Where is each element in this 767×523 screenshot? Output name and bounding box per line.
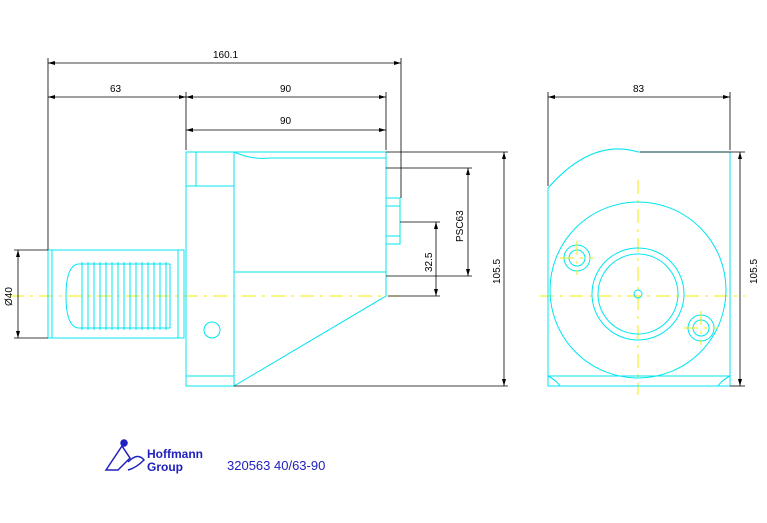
dim-body-length-top: 90 [280,84,292,95]
shank [47,249,185,339]
dim-width-end: 83 [633,84,645,95]
body [233,151,401,387]
part-code: 320563 40/63-90 [227,458,325,473]
end-bolt-hole-left [560,241,594,275]
dim-shank-diameter: Ø40 [4,287,15,306]
logo-mark-icon [104,439,145,471]
dim-height-end: 105.5 [749,259,760,284]
hoffmann-logo: Hoffmann Group [104,439,203,474]
end-bore-pin [633,289,643,299]
end-bore-inner [597,253,679,335]
dim-shank-length: 63 [110,84,122,95]
shank-serrations [65,262,171,330]
logo-line1: Hoffmann [147,447,203,461]
end-bore-outer [591,247,685,341]
end-outline [547,148,731,387]
end-bolt-hole-right [684,311,718,345]
dim-center-offset: 32.5 [424,252,435,272]
dim-psc-size: PSC63 [455,210,466,242]
dim-body-length-inner: 90 [280,116,292,127]
end-dimensions: 83 105.5 [547,84,760,387]
flange [185,151,235,387]
side-dimensions: 160.1 63 90 90 Ø40 PSC63 [4,50,508,387]
dim-overall-length: 160.1 [213,50,238,61]
dim-height-side: 105.5 [492,259,503,284]
end-large-circle [549,201,727,379]
logo-line2: Group [147,460,183,474]
side-view: 160.1 63 90 90 Ø40 PSC63 [4,50,508,387]
end-view: 83 105.5 [540,84,760,395]
